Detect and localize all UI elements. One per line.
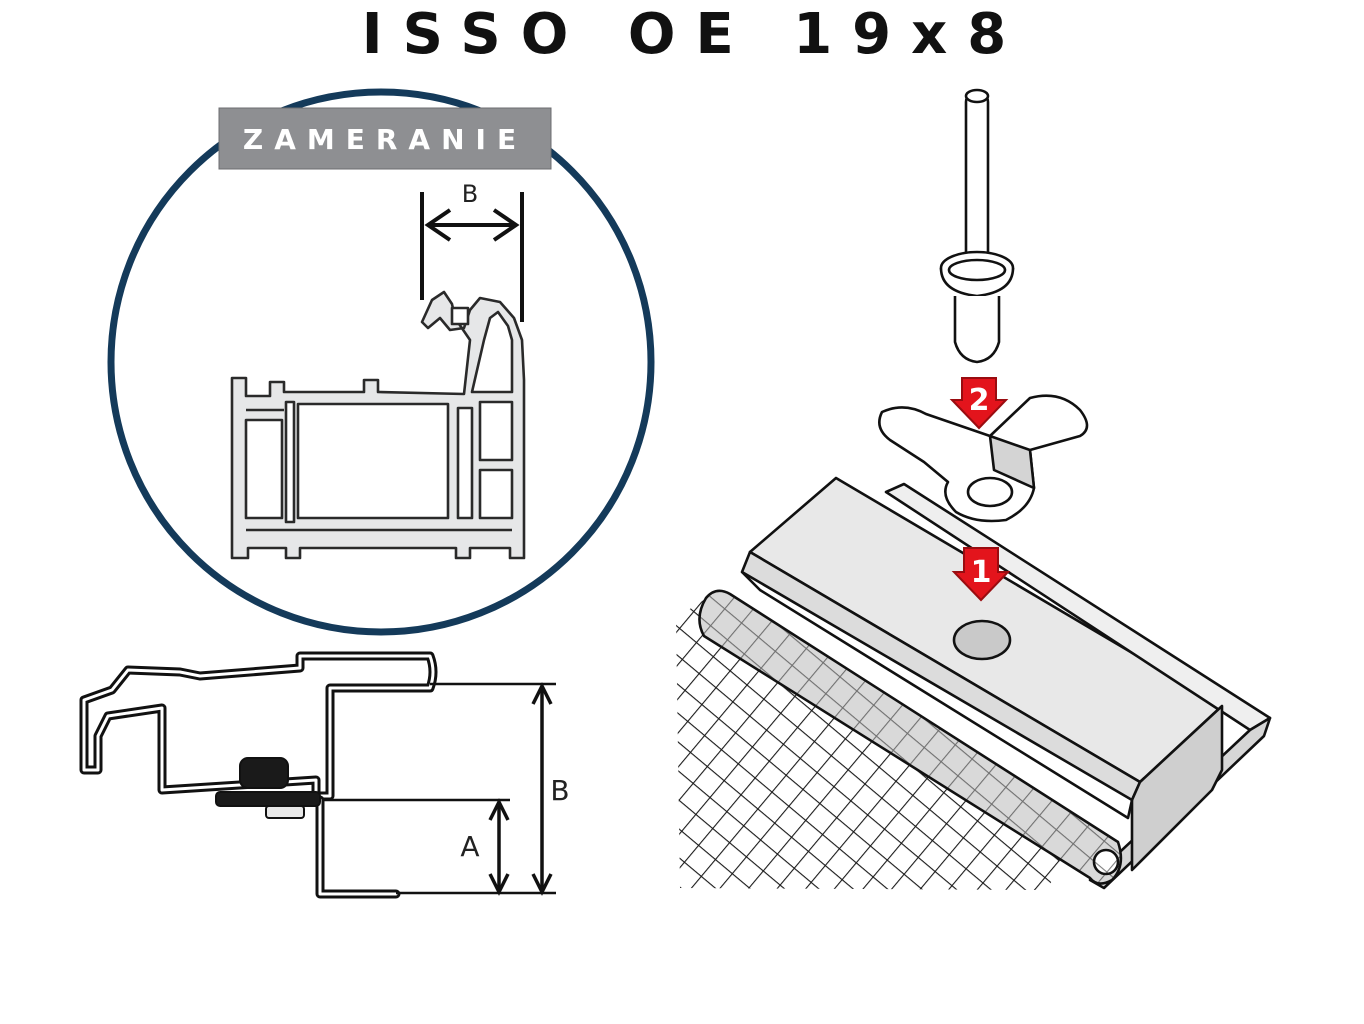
detail-label-b: B	[462, 180, 478, 208]
step-number-2: 2	[969, 383, 990, 418]
blind-rivet	[939, 88, 1015, 364]
profile-dimension-lines	[324, 682, 556, 896]
window-frame-profile	[230, 290, 526, 560]
profile-label-a: A	[460, 830, 479, 863]
profile-lower-leg	[315, 795, 401, 899]
step-number-1: 1	[971, 555, 992, 590]
profile-label-b: B	[550, 774, 569, 807]
measurement-detail: ZAMERANIE B	[107, 88, 655, 636]
mounting-bracket	[878, 394, 1089, 523]
insect-mesh-overlap	[699, 590, 1121, 884]
measurement-circle	[107, 88, 655, 636]
zameranie-label: ZAMERANIE	[243, 123, 527, 156]
step-arrow-2: 2	[949, 377, 1009, 430]
detail-dimension-b	[420, 192, 524, 322]
step-arrow-1: 1	[951, 547, 1011, 602]
profile-hole	[952, 619, 1012, 661]
zameranie-badge	[218, 107, 552, 170]
frame-profile-section	[79, 651, 438, 899]
profile-gasket	[239, 757, 289, 789]
page-title: ISSO OE 19x8	[361, 2, 1027, 67]
